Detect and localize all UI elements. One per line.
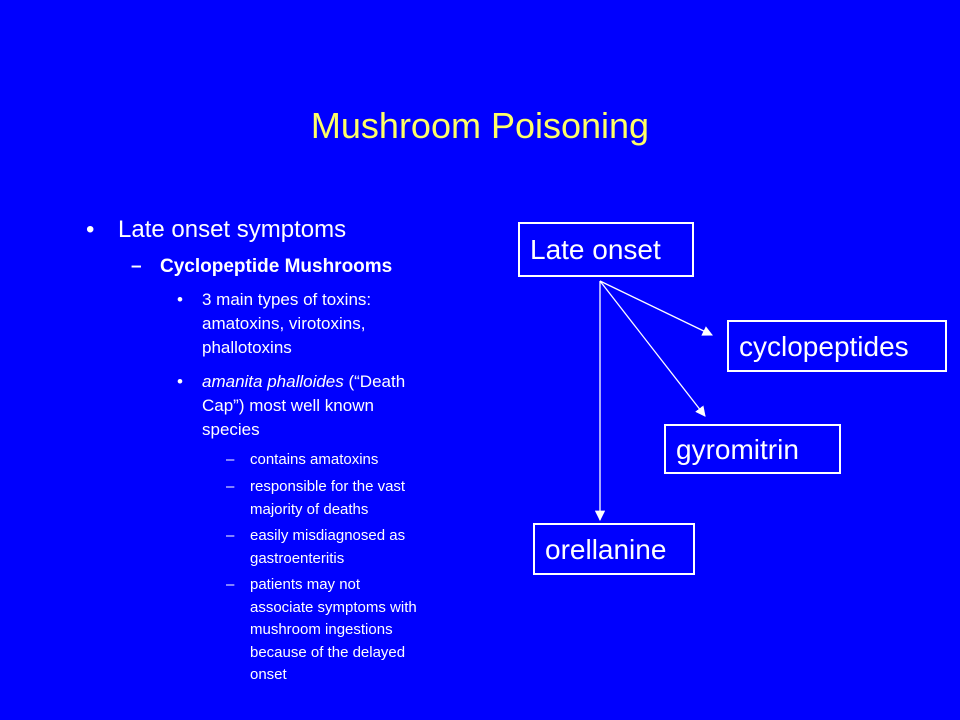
text-line: amatoxins, virotoxins, xyxy=(202,314,366,333)
bullet-amanita-phalloides: amanita phalloides (“Death Cap”) most we… xyxy=(202,370,405,442)
text-line: patients may not xyxy=(250,576,361,593)
node-late-onset: Late onset xyxy=(518,222,694,277)
dash-marker: – xyxy=(226,527,235,544)
text-line: mushroom ingestions xyxy=(250,621,393,638)
text-line: because of the delayed xyxy=(250,643,406,661)
text-line: easily misdiagnosed as xyxy=(250,527,406,544)
text-line: 3 main types of toxins: xyxy=(202,290,372,309)
dash-marker: – xyxy=(226,451,235,468)
species-name: amanita phalloides xyxy=(202,372,344,391)
subbullet-responsible-for-deaths: responsible for the vast majority of dea… xyxy=(250,476,405,521)
text-fragment: (“Death xyxy=(343,372,406,391)
subbullet-misdiagnosed: easily misdiagnosed as gastroenteritis xyxy=(250,525,405,570)
node-gyromitrin: gyromitrin xyxy=(664,424,841,474)
text-line: associate symptoms with xyxy=(250,598,417,616)
text-line: contains amatoxins xyxy=(250,451,379,468)
subheading-cyclopeptide-mushrooms: Cyclopeptide Mushrooms xyxy=(160,256,393,277)
text-line: responsible for the vast xyxy=(250,478,406,495)
text-line: species xyxy=(202,420,260,439)
node-orellanine: orellanine xyxy=(533,523,695,575)
bullet-marker: • xyxy=(177,372,183,391)
text-line: gastroenteritis xyxy=(250,549,345,567)
arrow-to-cyclopeptides xyxy=(599,280,713,336)
bullet-marker: • xyxy=(177,290,183,309)
text-line: Cap”) most well known xyxy=(202,396,374,415)
text-line: majority of deaths xyxy=(250,500,369,518)
subbullet-delayed-onset: patients may not associate symptoms with… xyxy=(250,574,417,687)
dash-marker: – xyxy=(131,256,142,277)
slide-title: Mushroom Poisoning xyxy=(310,105,650,146)
subbullet-contains-amatoxins: contains amatoxins xyxy=(250,449,378,472)
node-cyclopeptides: cyclopeptides xyxy=(727,320,947,372)
bullet-marker: • xyxy=(86,216,95,243)
bullet-late-onset-symptoms: Late onset symptoms xyxy=(118,216,347,243)
bullet-list: • Late onset symptoms – Cyclopeptide Mus… xyxy=(86,216,417,687)
dash-marker: – xyxy=(226,478,235,495)
dash-marker: – xyxy=(226,576,235,593)
text-line: onset xyxy=(250,666,287,683)
bullet-toxin-types: 3 main types of toxins: amatoxins, virot… xyxy=(202,288,371,360)
arrow-to-gyromitrin xyxy=(599,280,706,417)
text-line: amanita phalloides (“Death xyxy=(202,370,405,394)
text-line: phallotoxins xyxy=(202,338,292,357)
